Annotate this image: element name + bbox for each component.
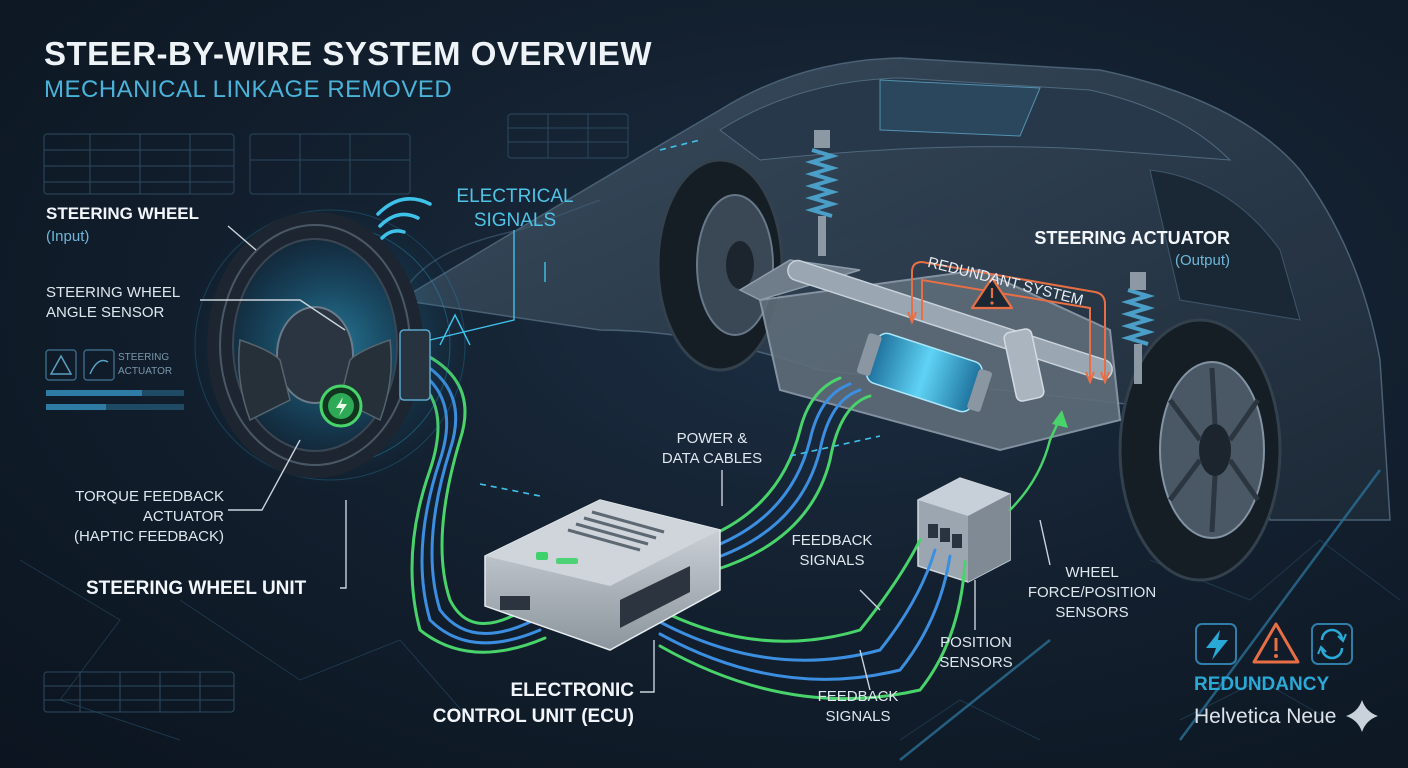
rear-tire	[656, 158, 784, 372]
electrical-signals-label-line2: SIGNALS	[473, 210, 557, 231]
hud-grid-bottom	[43, 671, 235, 713]
suspension-front	[1121, 272, 1155, 384]
feedback-signals-upper-label-line1: FEEDBACK	[791, 532, 873, 549]
redundant-system-bracket	[907, 260, 1110, 385]
torque-feedback-label-line3: (HAPTIC FEEDBACK)	[73, 528, 224, 545]
angle-sensor-label-line2: ANGLE SENSOR	[46, 304, 165, 321]
power-data-cables-label-line2: DATA CABLES	[661, 450, 763, 467]
font-note-label: Helvetica Neue	[1194, 705, 1337, 728]
steering-rack	[787, 259, 1113, 413]
feedback-signals-lower-label-line2: SIGNALS	[825, 708, 891, 725]
cycle-icon	[1311, 623, 1353, 665]
feedback-signals-upper-label-line2: SIGNALS	[799, 552, 865, 569]
hud-steering-label-line1: STEERING	[118, 352, 170, 363]
redundancy-icons	[1195, 622, 1353, 665]
dashed-signal-lines	[479, 139, 881, 497]
feedback-arrow-head	[1052, 410, 1068, 428]
wheel-force-sensors-label-line2: FORCE/POSITION	[1027, 584, 1157, 601]
feedback-signals-lower-label-line1: FEEDBACK	[817, 688, 899, 705]
sparkle-icon	[1346, 700, 1378, 732]
page-title: STEER-BY-WIRE SYSTEM OVERVIEW	[44, 35, 652, 72]
torque-feedback-label-line1: TORQUE FEEDBACK	[75, 488, 224, 505]
hud-status-panel	[45, 349, 184, 410]
warning-icon	[1252, 622, 1300, 664]
steering-wheel-assembly	[180, 195, 480, 495]
ecu-unit	[484, 499, 721, 651]
steering-wheel-sublabel: (Input)	[46, 228, 90, 245]
ecu-label-line1: ELECTRONIC	[510, 680, 635, 701]
page-subtitle: MECHANICAL LINKAGE REMOVED	[44, 76, 453, 103]
signal-waves-icon	[376, 197, 432, 240]
electrical-signals-label-line1: ELECTRICAL	[456, 186, 574, 207]
position-sensors-label-line1: POSITION	[940, 634, 1012, 651]
steering-actuator-label: STEERING ACTUATOR	[1034, 228, 1230, 248]
steering-actuator-sublabel: (Output)	[1174, 252, 1230, 269]
front-tire	[1118, 318, 1282, 582]
hud-grid-left	[43, 113, 629, 195]
redundancy-label: REDUNDANCY	[1194, 674, 1330, 695]
torque-feedback-label-line2: ACTUATOR	[142, 508, 224, 525]
bolt-icon	[1195, 623, 1237, 665]
road-lines	[899, 469, 1382, 761]
steering-wheel-label: STEERING WHEEL	[46, 204, 200, 223]
warning-icon-redundant	[970, 276, 1014, 310]
electrical-signal-lines	[429, 230, 546, 346]
haptic-actuator-icon	[319, 384, 363, 428]
power-data-cables-label-line1: POWER &	[676, 430, 748, 447]
position-sensor-block	[917, 477, 1011, 583]
wheel-force-sensors-label-line1: WHEEL	[1065, 564, 1119, 581]
hud-steering-label-line2: ACTUATOR	[118, 366, 173, 377]
suspension-rear	[805, 130, 839, 256]
wheel-force-sensors-label-line3: SENSORS	[1055, 604, 1129, 621]
steering-wheel-unit-label: STEERING WHEEL UNIT	[86, 578, 307, 599]
position-sensors-label-line2: SENSORS	[939, 654, 1013, 671]
ecu-label-line2: CONTROL UNIT (ECU)	[432, 706, 634, 727]
angle-sensor-label-line1: STEERING WHEEL	[46, 284, 181, 301]
leader-lines	[200, 225, 1051, 693]
